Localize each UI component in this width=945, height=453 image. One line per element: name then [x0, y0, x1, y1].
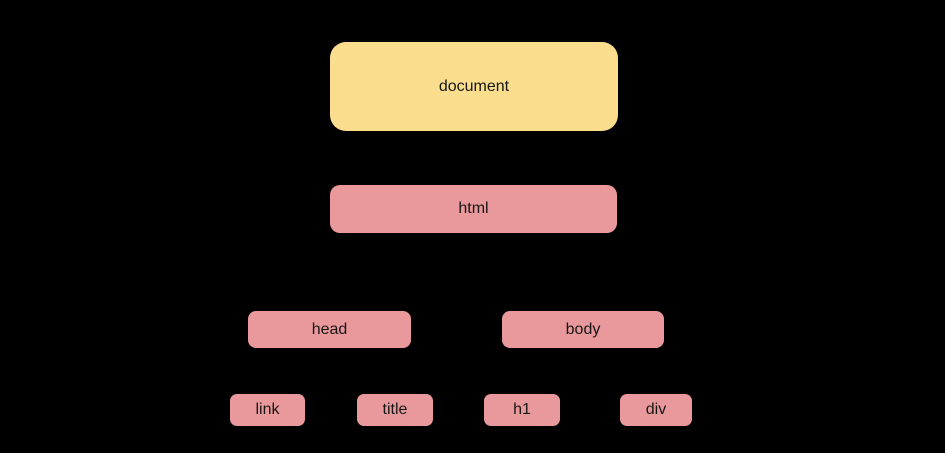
node-document: document: [330, 42, 618, 131]
node-link: link: [230, 394, 305, 426]
node-div: div: [620, 394, 692, 426]
node-title: title: [357, 394, 433, 426]
node-head: head: [248, 311, 411, 348]
node-body: body: [502, 311, 664, 348]
node-h1: h1: [484, 394, 560, 426]
node-html: html: [330, 185, 617, 233]
